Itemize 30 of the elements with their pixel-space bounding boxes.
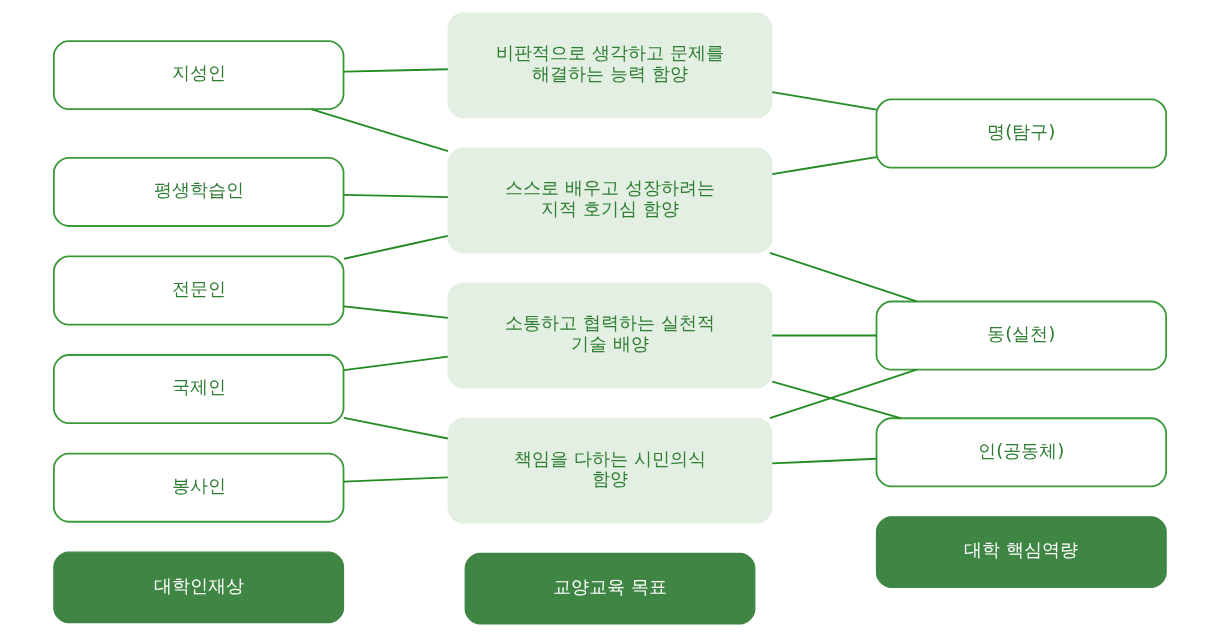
- node-box: 인(공동체): [875, 417, 1168, 488]
- connector: [343, 68, 449, 73]
- node-box: 전문인: [52, 255, 345, 326]
- node-box: 국제인: [52, 354, 345, 425]
- node-box: 봉사인: [52, 452, 345, 523]
- connector: [310, 108, 450, 153]
- connector: [771, 91, 878, 111]
- node-box: 지성인: [52, 40, 345, 111]
- connector: [771, 334, 878, 337]
- connector: [343, 305, 449, 319]
- node-box: 평생학습인: [52, 156, 345, 227]
- connector: [343, 416, 449, 440]
- connector: [771, 156, 878, 175]
- connector: [343, 355, 449, 372]
- connector: [343, 194, 449, 198]
- connector: [343, 476, 449, 483]
- connector: [768, 368, 918, 420]
- node-box: 책임을 다하는 시민의식 함양: [447, 417, 773, 524]
- node-box: 비판적으로 생각하고 문제를 해결하는 능력 함양: [447, 12, 773, 119]
- connector: [771, 380, 902, 420]
- connector: [343, 235, 449, 260]
- node-box: 동(실천): [875, 300, 1168, 371]
- node-box: 소통하고 협력하는 실천적 기술 배양: [447, 282, 773, 389]
- connector: [771, 457, 878, 465]
- node-box: 교양교육 목표: [464, 552, 756, 625]
- node-box: 대학 핵심역량: [875, 516, 1167, 589]
- node-box: 스스로 배우고 성장하려는 지적 호기심 함양: [447, 147, 773, 254]
- connector: [768, 251, 918, 303]
- node-box: 대학인재상: [53, 551, 345, 624]
- node-box: 명(탐구): [875, 98, 1168, 169]
